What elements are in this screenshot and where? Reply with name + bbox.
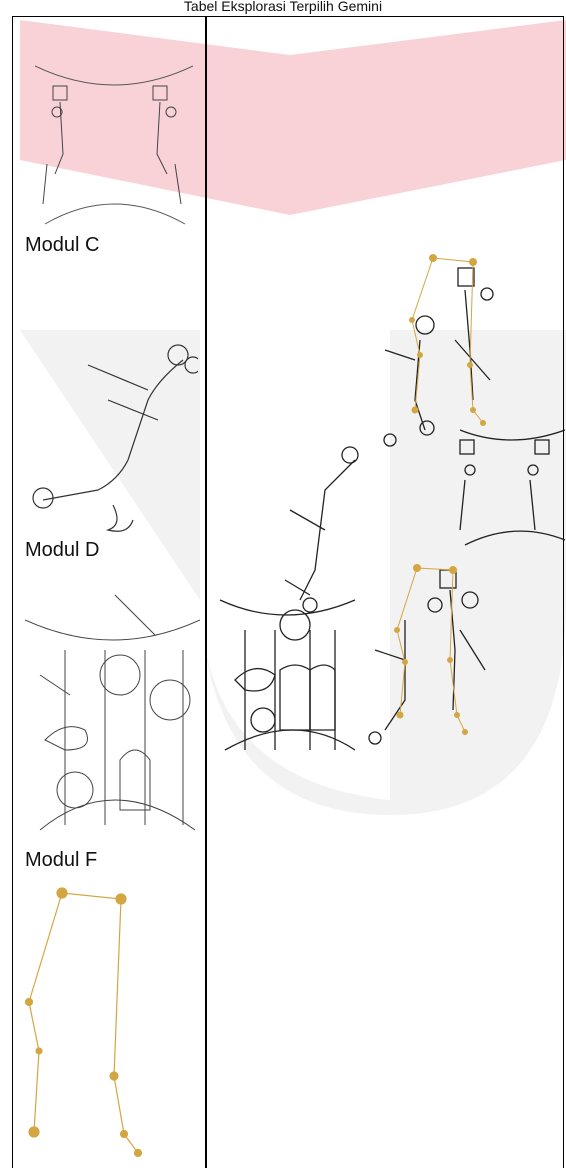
modul-f-label: Modul F (25, 849, 98, 871)
column-divider (205, 16, 207, 1168)
modul-c-illustration (35, 65, 193, 225)
modul-d-illustration (32, 344, 198, 532)
constellation-illustration (24, 887, 143, 1158)
composition-illustration (219, 254, 565, 751)
table-caption: Tabel Eksplorasi Terpilih Gemini (183, 0, 383, 14)
exploration-table (12, 16, 564, 1168)
modul-d-label: Modul D (25, 539, 100, 561)
modul-f-illustration (25, 594, 200, 831)
modul-c-label: Modul C (25, 234, 100, 256)
